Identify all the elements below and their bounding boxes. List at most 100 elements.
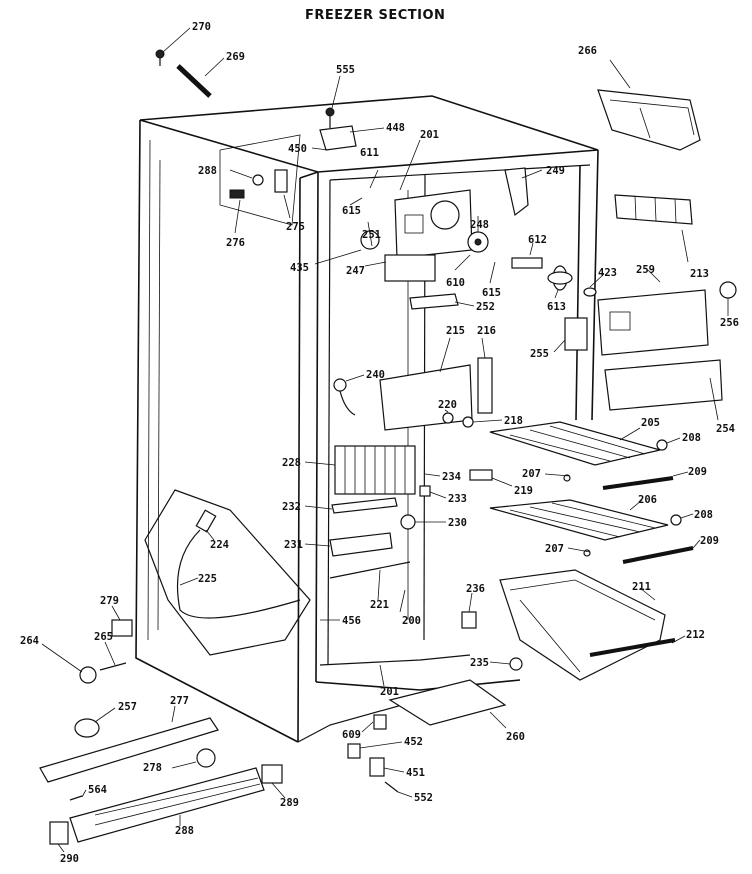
heater-232	[331, 497, 398, 514]
part-224	[195, 509, 217, 533]
part-235	[509, 657, 523, 671]
part-257	[74, 718, 100, 738]
label-236: 236	[466, 583, 485, 595]
label-277: 277	[170, 695, 189, 707]
evaporator-228	[334, 445, 416, 495]
screw-555	[325, 107, 335, 128]
label-232: 232	[282, 501, 301, 513]
label-610: 610	[446, 277, 465, 289]
label-208-upper: 208	[682, 432, 701, 444]
tube-225	[177, 529, 301, 619]
ice-tray-213	[614, 194, 693, 225]
label-450: 450	[288, 143, 307, 155]
rail-277	[39, 717, 219, 783]
label-228: 228	[282, 457, 301, 469]
part-230	[400, 514, 416, 530]
rail-209-upper	[602, 476, 674, 490]
label-231: 231	[284, 539, 303, 551]
label-288-top: 288	[198, 165, 217, 177]
label-275: 275	[286, 221, 305, 233]
damper-448	[319, 125, 357, 151]
label-288-bottom: 288	[175, 825, 194, 837]
label-270: 270	[192, 21, 211, 33]
control-276	[229, 189, 245, 199]
rod-269	[176, 64, 212, 98]
label-206: 206	[638, 494, 657, 506]
tube-221	[329, 561, 411, 579]
label-254: 254	[716, 423, 735, 435]
label-611: 611	[360, 147, 379, 159]
clip-612	[511, 257, 543, 269]
label-216: 216	[477, 325, 496, 337]
fan-panel-201	[394, 189, 473, 259]
part-289	[261, 764, 283, 784]
label-564: 564	[88, 784, 107, 796]
label-259: 259	[636, 264, 655, 276]
label-200: 200	[402, 615, 421, 627]
flyout-bracket	[219, 134, 301, 226]
label-256: 256	[720, 317, 739, 329]
part-452	[347, 743, 361, 759]
label-248: 248	[470, 219, 489, 231]
part-609	[373, 714, 387, 730]
part-290	[49, 821, 69, 845]
label-201-top: 201	[420, 129, 439, 141]
label-276: 276	[226, 237, 245, 249]
roller-264	[79, 666, 97, 684]
bracket-279	[111, 619, 133, 637]
panel-255	[564, 317, 588, 351]
bracket-249	[504, 167, 529, 217]
grille-288	[69, 767, 265, 843]
label-224: 224	[210, 539, 229, 551]
duct-216	[477, 357, 493, 414]
cover-259	[597, 289, 709, 356]
leader-lines	[41, 27, 729, 853]
label-264: 264	[20, 635, 39, 647]
control-275	[274, 169, 288, 193]
shelf-206	[489, 499, 669, 541]
part-labels: 270 269 555 266 448 201 450 611 288 249 …	[20, 21, 739, 865]
label-290: 290	[60, 853, 79, 865]
label-448: 448	[386, 122, 405, 134]
label-220: 220	[438, 399, 457, 411]
label-201-bottom: 201	[380, 686, 399, 698]
fan-blade-613	[547, 265, 573, 291]
part-233	[419, 485, 431, 497]
label-613: 613	[547, 301, 566, 313]
label-615-left: 615	[342, 205, 361, 217]
label-209-upper: 209	[688, 466, 707, 478]
stud-207-upper	[563, 474, 571, 482]
label-225: 225	[198, 573, 217, 585]
label-208-lower: 208	[694, 509, 713, 521]
axle-265	[99, 662, 127, 671]
screw-564	[69, 795, 83, 801]
handle-212	[589, 638, 676, 657]
rail-209-lower	[622, 546, 694, 564]
part-236	[461, 611, 477, 629]
label-452: 452	[404, 736, 423, 748]
label-247: 247	[346, 265, 365, 277]
fan-motor-247	[360, 230, 436, 282]
label-612: 612	[528, 234, 547, 246]
label-207-upper: 207	[522, 468, 541, 480]
knob-288	[252, 174, 264, 186]
panel-215	[379, 364, 473, 431]
diagram-title: FREEZER SECTION	[305, 8, 445, 23]
basket-211	[499, 569, 666, 681]
grille-252	[409, 293, 459, 310]
label-555: 555	[336, 64, 355, 76]
part-220	[442, 412, 454, 424]
label-233: 233	[448, 493, 467, 505]
flyout-tube-area	[144, 489, 311, 656]
label-451: 451	[406, 767, 425, 779]
shelf-205	[489, 421, 661, 466]
label-257: 257	[118, 701, 137, 713]
label-240: 240	[366, 369, 385, 381]
part-423	[583, 287, 597, 297]
label-221: 221	[370, 599, 389, 611]
label-230: 230	[448, 517, 467, 529]
label-266: 266	[578, 45, 597, 57]
label-235: 235	[470, 657, 489, 669]
